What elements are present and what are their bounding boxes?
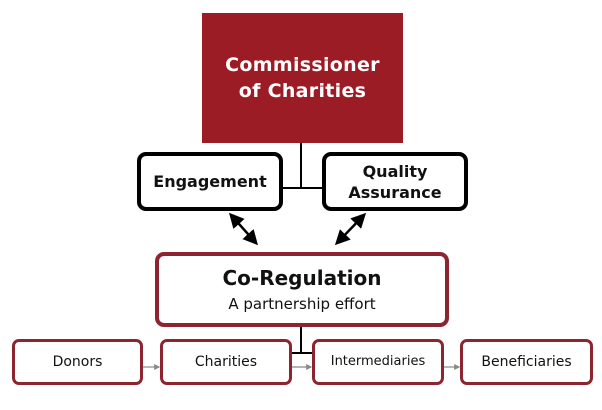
engagement-box: Engagement (137, 152, 283, 211)
donors-box: Donors (12, 339, 143, 385)
engagement-label: Engagement (153, 172, 267, 191)
commissioner-label-line2: of Charities (238, 80, 367, 102)
beneficiaries-label: Beneficiaries (481, 354, 572, 370)
intermediaries-label: Intermediaries (330, 354, 426, 369)
donors-label: Donors (52, 354, 103, 370)
commissioner-box: Commissioner of Charities (202, 13, 403, 143)
quality-assurance-label-line1: Quality (362, 161, 428, 181)
co-regulation-box: Co-Regulation A partnership effort (155, 252, 449, 327)
charities-box: Charities (160, 339, 292, 385)
co-regulation-subtitle: A partnership effort (228, 295, 376, 313)
quality-coreg-arrow (334, 212, 367, 246)
commissioner-label-line1: Commissioner (225, 54, 380, 76)
beneficiaries-box: Beneficiaries (460, 339, 593, 385)
quality-assurance-box: Quality Assurance (322, 152, 468, 211)
engagement-coreg-arrow (229, 212, 258, 246)
charities-label: Charities (194, 354, 258, 370)
intermediaries-box: Intermediaries (312, 339, 444, 385)
co-regulation-title: Co-Regulation (222, 266, 382, 290)
quality-assurance-label-line2: Assurance (348, 182, 442, 202)
